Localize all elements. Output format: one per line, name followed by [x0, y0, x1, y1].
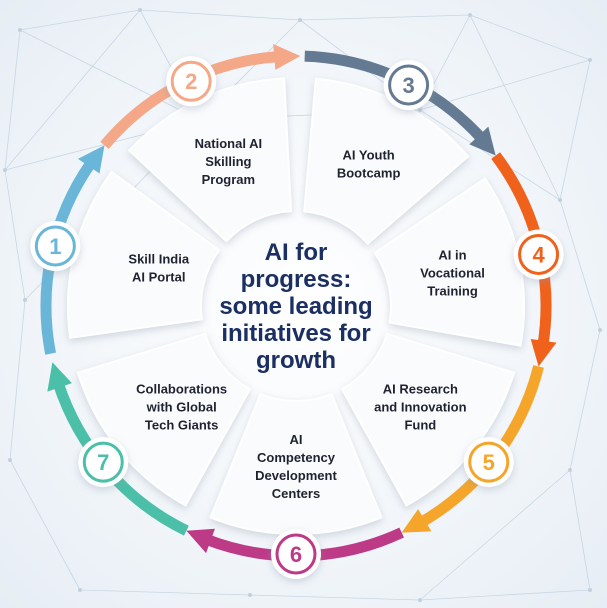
step-number-3: 3: [402, 73, 414, 98]
step-badge-5: 5: [463, 437, 514, 488]
arrowhead-2: [273, 44, 301, 70]
step-badge-2: 2: [166, 56, 217, 107]
step-badge-4: 4: [513, 229, 564, 280]
step-number-6: 6: [290, 542, 302, 567]
arrowhead-5: [401, 509, 432, 533]
step-badge-6: 6: [271, 529, 321, 579]
arrowhead-4: [530, 338, 557, 367]
arrowhead-7: [47, 362, 72, 392]
step-number-2: 2: [185, 69, 197, 94]
arrowhead-3: [469, 126, 496, 156]
step-badge-1: 1: [30, 221, 81, 272]
step-number-5: 5: [483, 450, 495, 475]
step-card-5: [341, 332, 516, 507]
step-badge-7: 7: [78, 437, 129, 488]
step-badge-3: 3: [383, 60, 434, 111]
step-card-6: [209, 393, 383, 535]
arrowhead-1: [77, 145, 105, 174]
step-number-1: 1: [49, 234, 61, 259]
step-card-1: [67, 170, 221, 339]
step-number-7: 7: [97, 450, 109, 475]
step-card-3: [303, 77, 470, 245]
step-number-4: 4: [532, 242, 545, 267]
step-card-2: [128, 77, 293, 243]
arrowhead-6: [186, 528, 215, 554]
step-card-4: [373, 177, 525, 347]
step-card-7: [76, 332, 251, 507]
